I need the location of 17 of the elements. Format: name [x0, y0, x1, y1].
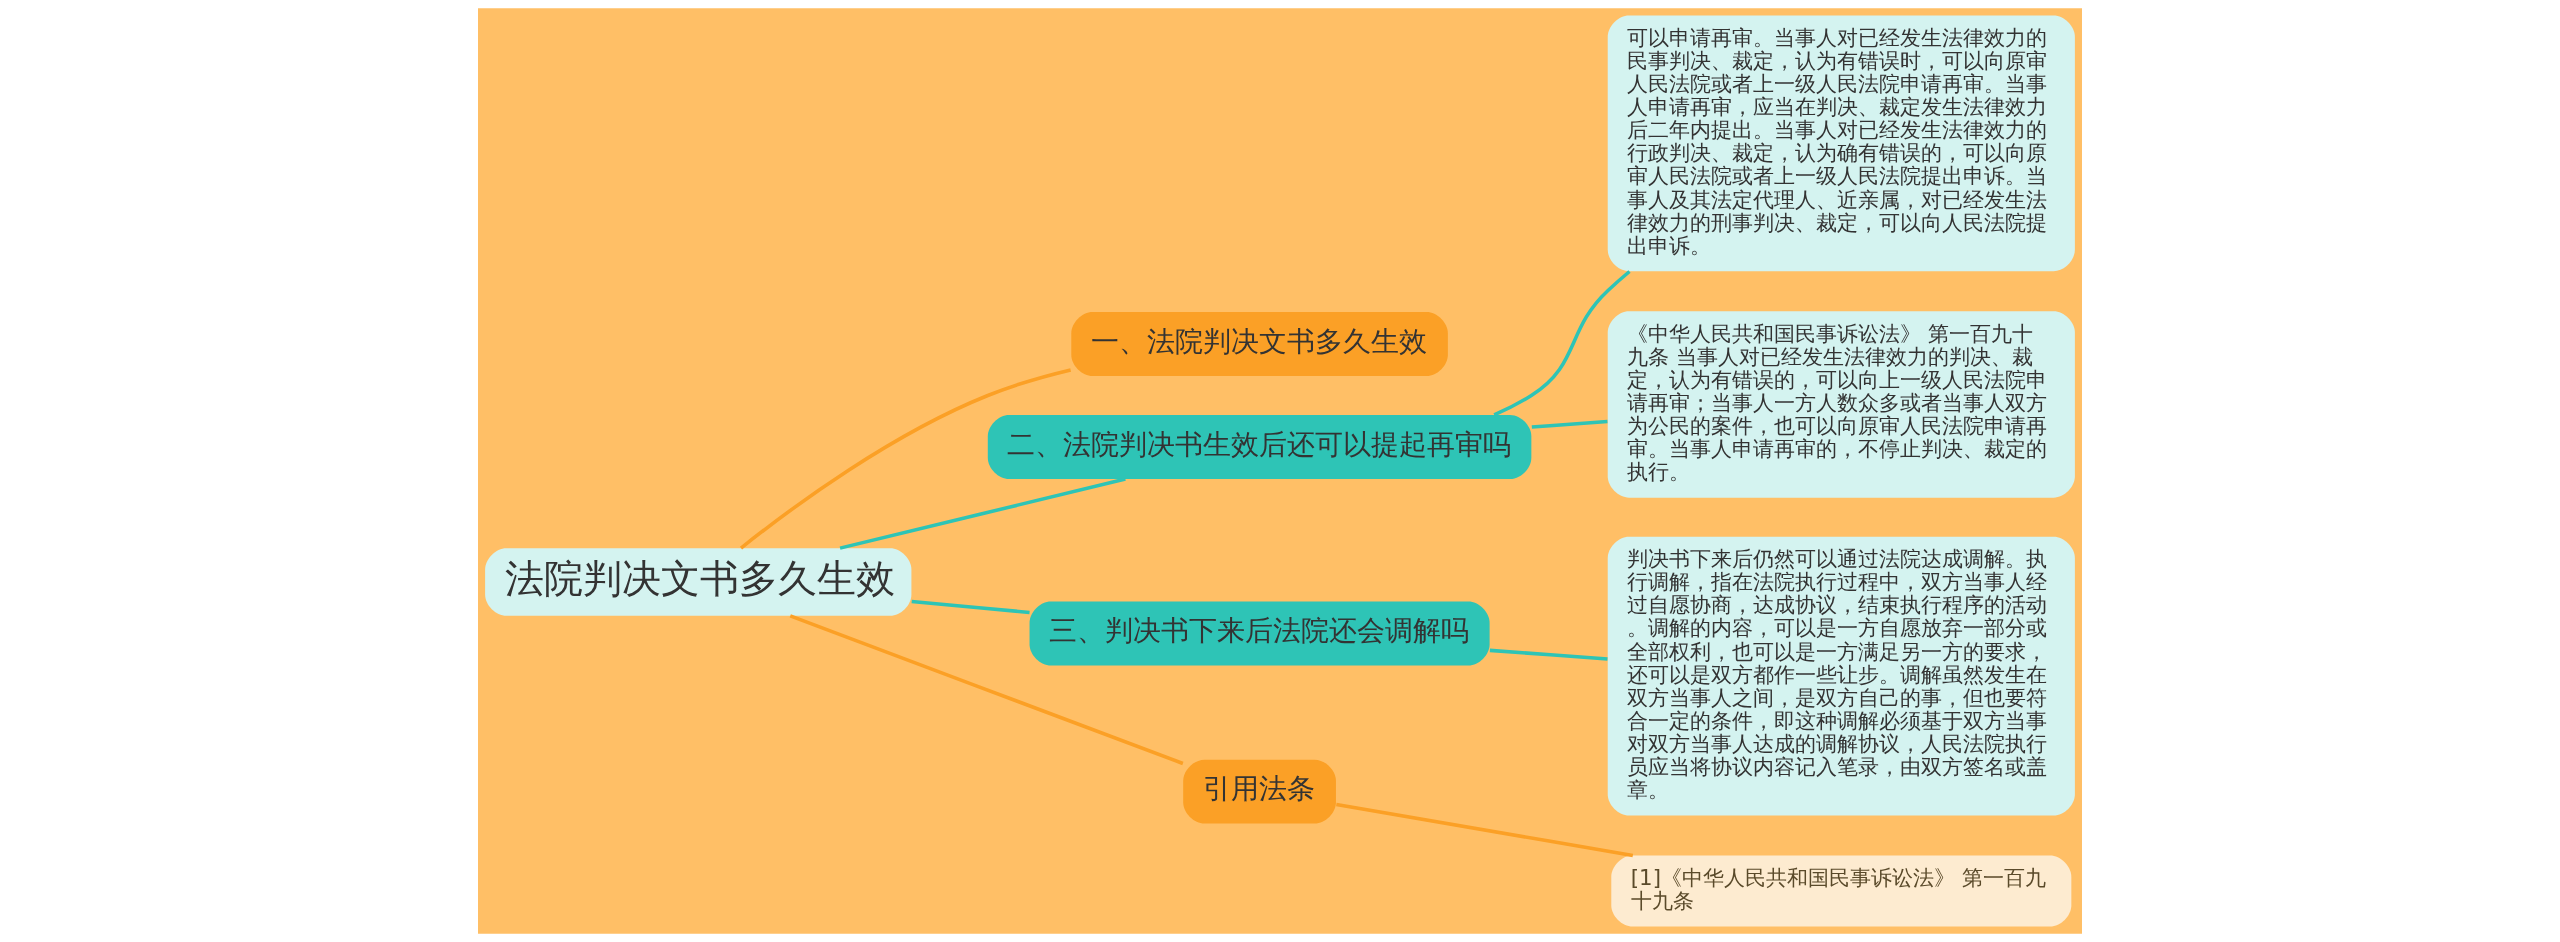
node-box: 引用法条 [1183, 759, 1336, 824]
connector [911, 599, 1030, 615]
node-box: 一、法院判决文书多久生效 [1071, 312, 1448, 376]
node-box: 可以申请再审。当事人对已经发生法律效力的民事判决、裁定，认为有错误时，可以向原审人民法院或者上一级人民法院申请再审。当事人申请再审，应当在判决、裁定发生法律效力后二年内提出。当事人对已经发生法律效力的行政判决、裁定，认为确有错误的，可以向原审人民法院或者上一级人民法院提出申诉。当事人及其法定代理人、近亲属，对已经发生法律效力的刑事判决、裁定，可以向人民法院提出申诉。 [1607, 15, 2075, 272]
connector [839, 477, 1126, 550]
connector [1336, 802, 1634, 858]
node-box: 二、法院判决书生效后还可以提起再审吗 [987, 415, 1532, 479]
connector [739, 368, 1072, 550]
connector [1531, 419, 1608, 429]
connector [789, 614, 1184, 766]
connector [1493, 270, 1631, 417]
node-box: 三、判决书下来后法院还会调解吗 [1029, 601, 1490, 666]
node-box: 法院判决文书多久生效 [485, 548, 912, 616]
node-box: [1]《中华人民共和国民事诉讼法》 第一百九十九条 [1611, 855, 2072, 927]
node-box: 《中华人民共和国民事诉讼法》 第一百九十九条 当事人对已经发生法律效力的判决、裁定，认为有错误的，可以向上一级人民法院申请再审；当事人一方人数众多或者当事人双方为公民的案件，也可以向原审人民法院申请再审。当事人申请再审的，不停止判决、裁定的执行。 [1607, 311, 2075, 498]
node-box: 判决书下来后仍然可以通过法院达成调解。执行调解，指在法院执行过程中，双方当事人经过自愿协商，达成协议，结束执行程序的活动。调解的内容，可以是一方自愿放弃一部分或全部权利，也可以是一方满足另一方的要求，还可以是双方都作一些让步。调解虽然发生在双方当事人之间，是双方自己的事，但也要符合一定的条件，即这种调解必须基于双方当事对双方当事人达成的调解协议，人民法院执行员应当将协议内容记入笔录，由双方签名或盖章。 [1607, 536, 2075, 816]
connector [1489, 648, 1608, 661]
